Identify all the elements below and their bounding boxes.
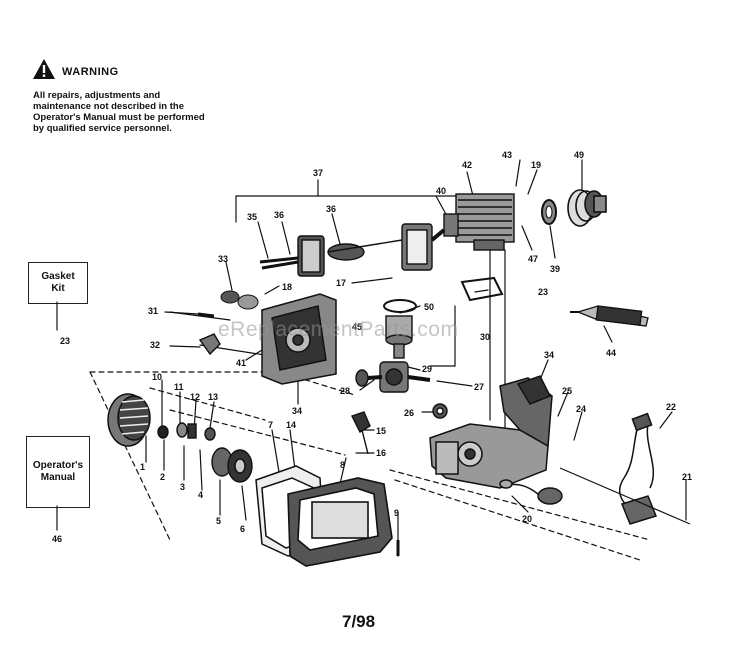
callout-41: 41 <box>236 358 246 368</box>
callout-13: 13 <box>208 392 218 402</box>
callout-2: 2 <box>160 472 165 482</box>
callout-23-right: 23 <box>538 287 548 297</box>
part-1-flywheel <box>107 393 151 447</box>
gasket-kit-label: Gasket Kit <box>41 271 75 294</box>
footer-date: 7/98 <box>342 612 376 631</box>
callout-37: 37 <box>313 168 323 178</box>
part-42-cylinder <box>443 193 515 251</box>
part-36-carburetor <box>259 223 446 277</box>
callout-23-left: 23 <box>60 336 70 346</box>
callout-33: 33 <box>218 254 228 264</box>
callout-25: 25 <box>562 386 572 396</box>
callout-9: 9 <box>394 508 399 518</box>
callout-30: 30 <box>480 332 490 342</box>
callout-18: 18 <box>282 282 292 292</box>
part-44-lubricant-tube <box>570 305 649 327</box>
callout-8: 8 <box>340 460 345 470</box>
callout-34-left: 34 <box>292 406 302 416</box>
callout-1: 1 <box>140 462 145 472</box>
callout-27: 27 <box>474 382 484 392</box>
callout-7: 7 <box>268 420 273 430</box>
callout-14: 14 <box>286 420 296 430</box>
warning-triangle-icon <box>33 59 55 79</box>
callout-16: 16 <box>376 448 386 458</box>
part-8-engine-housing <box>287 477 393 567</box>
callout-44: 44 <box>606 348 616 358</box>
callout-39: 39 <box>550 264 560 274</box>
callout-32: 32 <box>150 340 160 350</box>
part-34-crankcase-left <box>261 293 337 385</box>
callout-24: 24 <box>576 404 586 414</box>
callout-34-right: 34 <box>544 350 554 360</box>
part-15-trigger <box>351 411 371 455</box>
callout-40: 40 <box>436 186 446 196</box>
operators-manual-box: Operator's Manual <box>26 436 90 508</box>
callout-36: 36 <box>326 204 336 214</box>
callout-17: 17 <box>336 278 346 288</box>
operators-manual-label: Operator's Manual <box>32 460 84 483</box>
callout-10: 10 <box>152 372 162 382</box>
part-49-starter-pulley <box>567 189 607 227</box>
callout-28: 28 <box>340 386 350 396</box>
callout-29: 29 <box>422 364 432 374</box>
part-30-piston <box>383 299 417 359</box>
callout-45: 45 <box>352 322 362 332</box>
callout-31: 31 <box>148 306 158 316</box>
part-23-gasket <box>460 276 504 302</box>
part-22-ignition-wire <box>559 412 691 525</box>
callout-4: 4 <box>198 490 203 500</box>
callout-3: 3 <box>180 482 185 492</box>
callout-21: 21 <box>682 472 692 482</box>
part-34-crankcase-right <box>429 375 553 489</box>
callout-26: 26 <box>404 408 414 418</box>
part-clutch-assembly <box>157 422 253 483</box>
callout-47: 47 <box>528 254 538 264</box>
warning-title: WARNING <box>62 66 119 78</box>
callout-6: 6 <box>240 524 245 534</box>
callout-43: 43 <box>502 150 512 160</box>
callout-15: 15 <box>376 426 386 436</box>
part-28-crankshaft <box>355 361 448 419</box>
callout-38: 36 <box>274 210 284 220</box>
callout-19: 19 <box>531 160 541 170</box>
callout-22: 22 <box>666 402 676 412</box>
callout-12: 12 <box>190 392 200 402</box>
callout-35: 35 <box>247 212 257 222</box>
warning-text: All repairs, adjustments and maintenance… <box>33 90 205 134</box>
callout-20: 20 <box>522 514 532 524</box>
callout-11: 11 <box>174 382 184 392</box>
callout-42: 42 <box>462 160 472 170</box>
gasket-kit-box: Gasket Kit <box>28 262 88 304</box>
callout-49: 49 <box>574 150 584 160</box>
part-20-fuel-filter <box>499 479 563 505</box>
watermark-text: eReplacementParts.com <box>218 318 459 341</box>
callout-46: 46 <box>52 534 62 544</box>
callout-50: 50 <box>424 302 434 312</box>
callout-5: 5 <box>216 516 221 526</box>
